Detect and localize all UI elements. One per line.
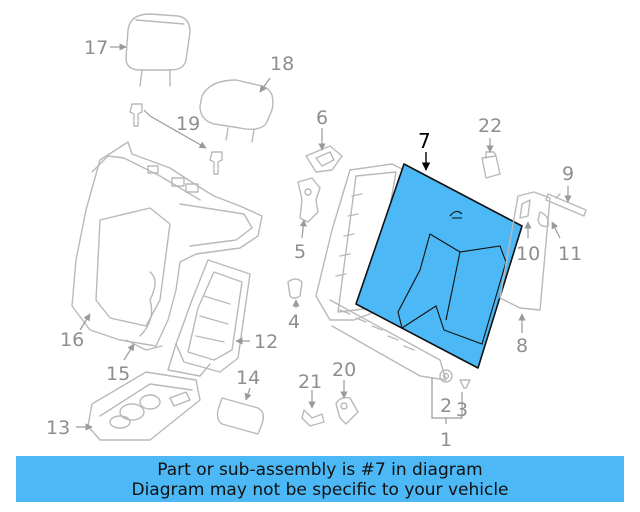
part-7-shape[interactable]: [355, 163, 523, 369]
seatback-frame: [315, 163, 447, 381]
callout-1: 1: [440, 429, 452, 451]
callout-8: 8: [516, 335, 528, 357]
rear-cover-panel: [499, 191, 551, 311]
leader-lines: [76, 43, 572, 431]
callout-22: 22: [478, 115, 502, 137]
info-banner: Part or sub-assembly is #7 in diagram Di…: [16, 456, 624, 502]
callout-15: 15: [106, 363, 130, 385]
callout-2: 2: [440, 395, 452, 417]
hardware-2-3: [439, 369, 471, 389]
headrest-guides: [129, 103, 223, 175]
banner-line-1: Part or sub-assembly is #7 in diagram: [157, 460, 483, 480]
part-21: [301, 409, 325, 427]
callout-20: 20: [332, 359, 356, 381]
trim-strip: [545, 193, 587, 217]
banner-line-2: Diagram may not be specific to your vehi…: [131, 480, 509, 500]
callout-4: 4: [288, 311, 300, 333]
callout-18: 18: [270, 53, 294, 75]
callout-21: 21: [298, 371, 322, 393]
fastener-22: [481, 151, 501, 179]
callout-10: 10: [516, 243, 540, 265]
part-20: [335, 396, 359, 425]
callout-3: 3: [456, 399, 468, 421]
parts-diagram: 17 18 19 6 5 4 7 22 9 10 11 8 12 16 15 1…: [46, 13, 587, 451]
seat-edge: [125, 339, 163, 351]
armrest: [87, 371, 201, 441]
headrest-left: [125, 13, 191, 87]
callouts: 17 18 19 6 5 4 7 22 9 10 11 8 12 16 15 1…: [46, 37, 582, 451]
callout-5: 5: [294, 241, 306, 263]
latch: [297, 177, 321, 223]
bracket: [305, 145, 343, 173]
clip: [287, 278, 303, 299]
callout-12: 12: [254, 331, 278, 353]
callout-9: 9: [562, 163, 574, 185]
armrest-trim: [216, 397, 265, 435]
callout-17: 17: [84, 37, 108, 59]
center-armrest-frame: [167, 259, 251, 377]
callout-6: 6: [316, 107, 328, 129]
callout-11: 11: [558, 243, 582, 265]
callout-19: 19: [176, 113, 200, 135]
headrest-right: [199, 79, 274, 143]
seatback-left: [71, 141, 263, 347]
callout-14: 14: [236, 367, 260, 389]
callout-13: 13: [46, 417, 70, 439]
callout-7: 7: [418, 129, 431, 153]
part-7-seatback-panel[interactable]: [355, 163, 523, 369]
callout-16: 16: [60, 329, 84, 351]
